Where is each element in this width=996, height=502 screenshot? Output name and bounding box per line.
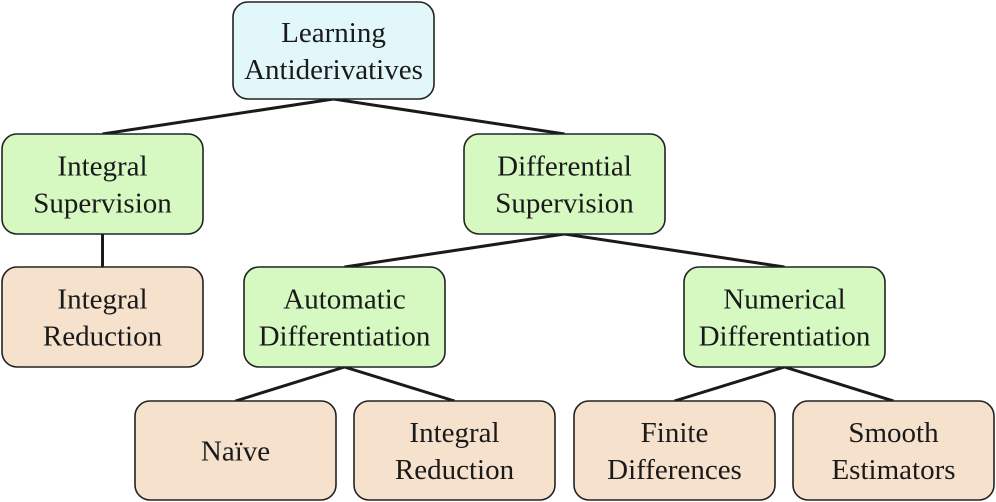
node-label-line: Smooth [848,417,939,449]
node-naive: Naïve [134,400,337,501]
node-box [792,400,995,501]
edge-numerical-differentiation-to-smooth-estimators [784,365,894,403]
node-box [353,400,556,501]
node-label-line: Naïve [201,435,270,467]
edge-differential-supervision-to-automatic-differentiation [344,232,565,269]
node-label-line: Supervision [495,187,634,219]
node-label-line: Numerical [723,283,845,315]
edge-differential-supervision-to-numerical-differentiation [564,232,785,269]
node-label-line: Reduction [43,320,163,352]
node-label-line: Finite [641,417,709,449]
node-box [243,266,446,368]
edge-numerical-differentiation-to-finite-differences [674,365,785,403]
edge-root-to-differential-supervision [333,97,565,136]
edges-layer [101,97,894,403]
edge-automatic-differentiation-to-integral-reduction-right [344,365,455,403]
node-label-line: Differentiation [259,320,431,352]
node-box [134,400,337,501]
edge-root-to-integral-supervision [102,97,334,136]
node-label-line: Differential [497,150,632,182]
node-label-line: Supervision [33,187,172,219]
node-label-line: Learning [281,17,386,49]
node-box [463,133,666,235]
node-box [232,1,435,100]
node-box [1,133,204,235]
edge-automatic-differentiation-to-naive [235,365,345,403]
node-label-line: Automatic [283,283,405,315]
node-label-line: Antiderivatives [244,54,423,86]
node-label-line: Differences [607,454,742,486]
node-label-line: Differentiation [699,320,871,352]
node-label-line: Integral [57,150,147,182]
node-box [683,266,886,368]
node-label-line: Estimators [831,454,955,486]
node-box [1,266,204,368]
node-label-line: Reduction [395,454,515,486]
node-label-line: Integral [57,283,147,315]
node-label-line: Integral [409,417,499,449]
node-box [573,400,776,501]
